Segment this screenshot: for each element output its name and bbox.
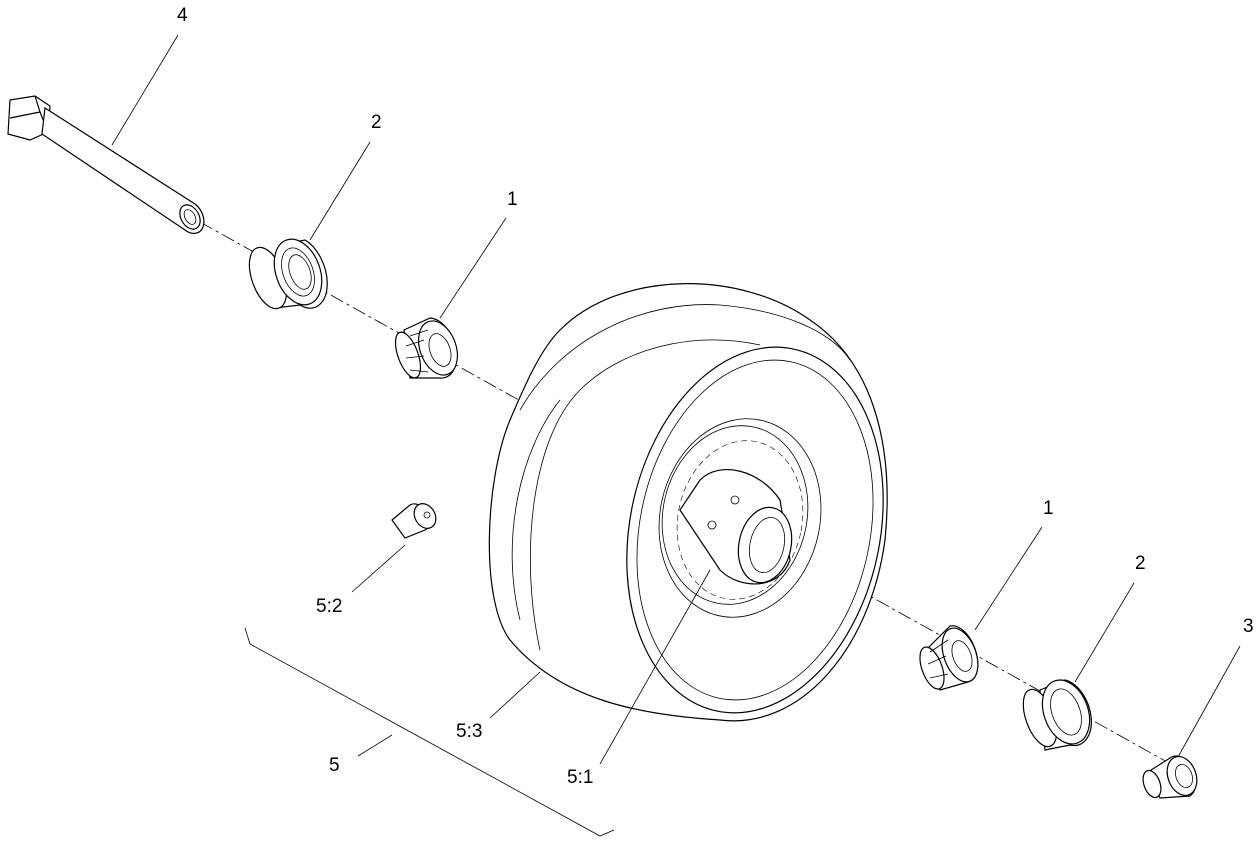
axle-bolt [7,95,205,234]
tapered-bearing-right [919,625,979,691]
callout-5: 5 [329,755,340,776]
callout-5-1: 5:1 [567,767,594,788]
leader-lines [111,34,1241,837]
callout-1-left: 1 [507,189,518,210]
callout-3: 3 [1243,616,1254,637]
axis-centerline [199,221,1186,773]
wheel-assembly [488,283,888,722]
callout-5-3: 5:3 [456,721,483,742]
bearing-cup-left [248,238,328,310]
grease-fitting [391,503,437,539]
callout-1-right: 1 [1043,498,1054,519]
callout-2-right: 2 [1135,553,1146,574]
tapered-bearing-left [394,317,459,379]
callout-2-left: 2 [371,112,382,133]
spacer-nut [1142,755,1198,799]
callout-4: 4 [177,5,188,26]
callout-5-2: 5:2 [316,596,343,617]
bearing-cup-right [1022,679,1092,751]
